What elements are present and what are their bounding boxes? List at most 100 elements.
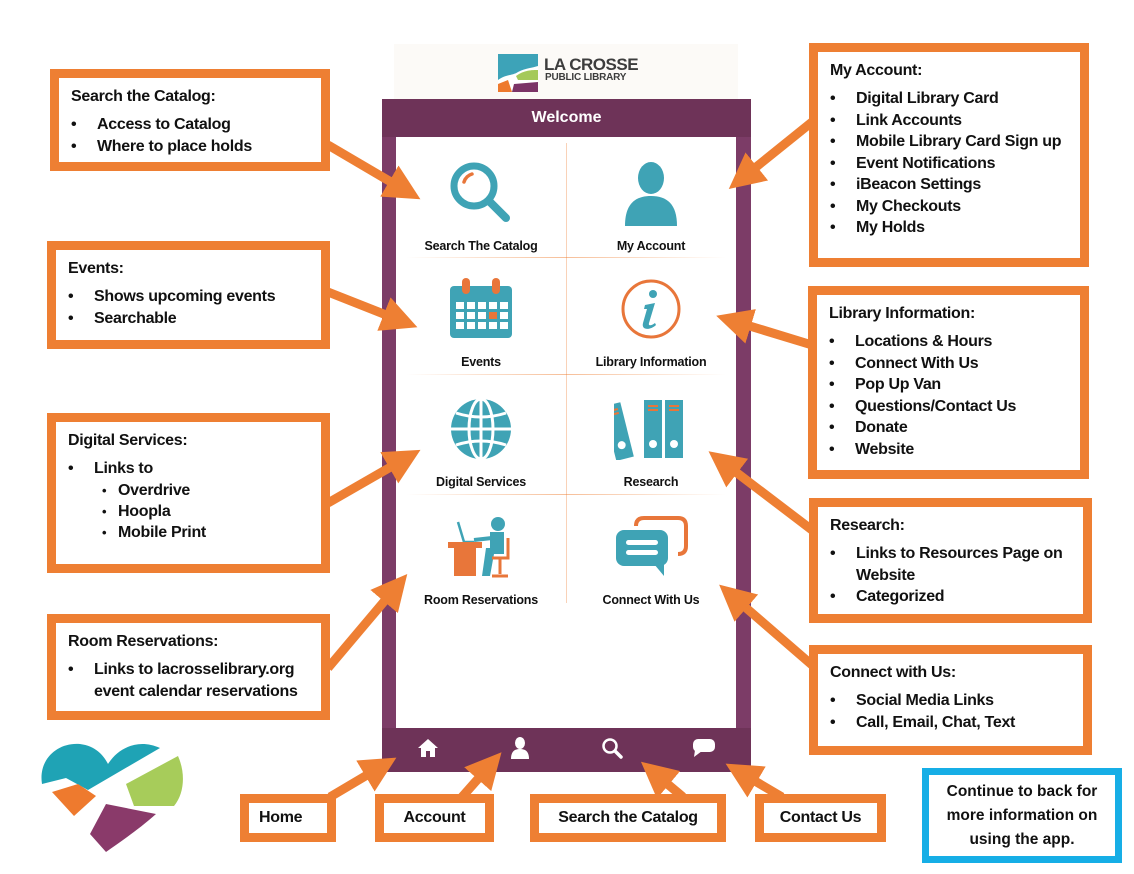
user-icon[interactable] bbox=[508, 736, 532, 760]
callout-item: Locations & Hours bbox=[829, 331, 1070, 353]
tile-label: Search The Catalog bbox=[424, 239, 538, 253]
arrow-research bbox=[708, 451, 815, 534]
tile-library-information[interactable]: Library Information bbox=[566, 261, 736, 379]
callout-subitem: Overdrive bbox=[102, 480, 311, 501]
callout-library-information: Library Information: Locations & Hours C… bbox=[808, 286, 1089, 479]
arrow-contact-nav bbox=[725, 763, 785, 801]
tile-digital-services[interactable]: Digital Services bbox=[396, 381, 566, 499]
arrow-connect bbox=[719, 584, 815, 669]
callout-my-account: My Account: Digital Library Card Link Ac… bbox=[809, 43, 1089, 267]
callout-item: Pop Up Van bbox=[829, 374, 1070, 396]
callout-item: Categorized bbox=[830, 586, 1073, 608]
calendar-icon bbox=[396, 269, 566, 349]
grid-divider bbox=[406, 257, 726, 258]
callout-item: Digital Library Card bbox=[830, 88, 1070, 110]
callout-events: Events: Shows upcoming events Searchable bbox=[47, 241, 330, 349]
callout-search-catalog: Search the Catalog: Access to Catalog Wh… bbox=[50, 69, 330, 171]
grid-divider bbox=[406, 374, 726, 375]
chat-icon[interactable] bbox=[692, 736, 716, 760]
home-icon[interactable] bbox=[416, 736, 440, 760]
callout-item: Access to Catalog bbox=[71, 114, 311, 136]
arrow-digital bbox=[325, 449, 421, 507]
logo-title: LA CROSSE bbox=[544, 55, 639, 74]
callout-title: Events: bbox=[68, 260, 124, 277]
library-logo-icon bbox=[498, 54, 538, 92]
globe-icon bbox=[396, 389, 566, 469]
arrow-search-nav bbox=[640, 761, 686, 801]
callout-subitem: Mobile Print bbox=[102, 522, 311, 543]
tile-research[interactable]: Research bbox=[566, 381, 736, 499]
arrow-info bbox=[716, 309, 814, 350]
callout-title: Research: bbox=[830, 517, 905, 534]
callout-item: Call, Email, Chat, Text bbox=[830, 712, 1073, 734]
arrow-home bbox=[327, 757, 397, 801]
arrow-account bbox=[728, 118, 815, 190]
callout-item: Searchable bbox=[68, 308, 311, 330]
callout-subitem: Hoopla bbox=[102, 501, 311, 522]
label-contact-us: Contact Us bbox=[755, 794, 886, 842]
arrow-room bbox=[324, 573, 408, 671]
user-icon bbox=[566, 153, 736, 233]
callout-list: Links to Resources Page on Website Categ… bbox=[830, 543, 1073, 608]
callout-title: Digital Services: bbox=[68, 432, 188, 449]
callout-list: Digital Library Card Link Accounts Mobil… bbox=[830, 88, 1070, 239]
callout-sublist: Overdrive Hoopla Mobile Print bbox=[94, 480, 311, 543]
grid-divider bbox=[406, 494, 726, 495]
callout-item: My Holds bbox=[830, 217, 1070, 239]
grid-divider bbox=[566, 143, 567, 603]
callout-item: Links to lacrosselibrary.org event calen… bbox=[68, 659, 311, 702]
callout-item: iBeacon Settings bbox=[830, 174, 1070, 196]
tile-label: Digital Services bbox=[436, 475, 526, 489]
callout-item: Links to bbox=[68, 458, 311, 480]
callout-list: Links to bbox=[68, 458, 311, 480]
callout-connect-with-us: Connect with Us: Social Media Links Call… bbox=[809, 645, 1092, 755]
search-icon[interactable] bbox=[600, 736, 624, 760]
callout-list: Social Media Links Call, Email, Chat, Te… bbox=[830, 690, 1073, 733]
callout-item: Mobile Library Card Sign up bbox=[830, 131, 1070, 153]
callout-item: Links to Resources Page on Website bbox=[830, 543, 1073, 586]
app-header-title: Welcome bbox=[531, 109, 602, 126]
callout-digital-services: Digital Services: Links to Overdrive Hoo… bbox=[47, 413, 330, 573]
tile-my-account[interactable]: My Account bbox=[566, 145, 736, 263]
callout-list: Locations & Hours Connect With Us Pop Up… bbox=[829, 331, 1070, 460]
tile-label: Research bbox=[623, 475, 679, 489]
callout-list: Links to lacrosselibrary.org event calen… bbox=[68, 659, 311, 702]
callout-list: Shows upcoming events Searchable bbox=[68, 286, 311, 329]
tile-label: Connect With Us bbox=[602, 593, 700, 607]
callout-title: Room Reservations: bbox=[68, 633, 219, 650]
callout-title: Library Information: bbox=[829, 305, 976, 322]
callout-item: Questions/Contact Us bbox=[829, 396, 1070, 418]
label-search-catalog: Search the Catalog bbox=[530, 794, 726, 842]
callout-research: Research: Links to Resources Page on Web… bbox=[809, 498, 1092, 623]
arrow-search bbox=[325, 141, 421, 200]
desk-person-icon bbox=[396, 507, 566, 587]
info-icon bbox=[566, 269, 736, 349]
callout-title: Search the Catalog: bbox=[71, 88, 216, 105]
tile-connect-with-us[interactable]: Connect With Us bbox=[566, 499, 736, 617]
callout-title: Connect with Us: bbox=[830, 664, 956, 681]
tile-search-catalog[interactable]: Search The Catalog bbox=[396, 145, 566, 263]
callout-list: Access to Catalog Where to place holds bbox=[71, 114, 311, 157]
continue-note: Continue to back for more information on… bbox=[922, 768, 1122, 863]
phone-app-screen: Welcome Search The Catalog bbox=[382, 99, 751, 772]
tile-events[interactable]: Events bbox=[396, 261, 566, 379]
tile-label: Events bbox=[461, 355, 501, 369]
tile-label: My Account bbox=[616, 239, 686, 253]
callout-item: Website bbox=[829, 439, 1070, 461]
arrow-events bbox=[326, 287, 418, 331]
arrow-account-nav bbox=[458, 752, 502, 800]
tile-label: Library Information bbox=[595, 355, 707, 369]
tile-room-reservations[interactable]: Room Reservations bbox=[396, 499, 566, 617]
callout-item: Social Media Links bbox=[830, 690, 1073, 712]
chat-bubbles-icon bbox=[566, 507, 736, 587]
magnifier-icon bbox=[396, 153, 566, 233]
app-home-grid: Search The Catalog My Account bbox=[396, 137, 736, 728]
callout-item: Where to place holds bbox=[71, 136, 311, 158]
callout-item: Donate bbox=[829, 417, 1070, 439]
callout-item: Event Notifications bbox=[830, 153, 1070, 175]
callout-title: My Account: bbox=[830, 62, 923, 79]
binders-icon bbox=[566, 389, 736, 469]
heart-logo-icon bbox=[38, 734, 188, 856]
callout-room-reservations: Room Reservations: Links to lacrosselibr… bbox=[47, 614, 330, 720]
